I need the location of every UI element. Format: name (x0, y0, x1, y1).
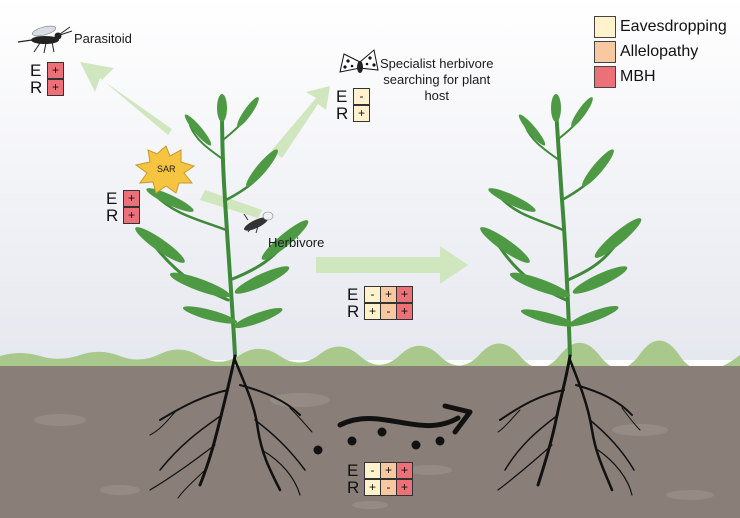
legend-label: Allelopathy (620, 42, 699, 60)
sar-label: SAR (157, 164, 176, 174)
effect-row-letter: E (336, 87, 348, 106)
effect-row: R+ (336, 104, 370, 123)
arrow-to-parasitoid (80, 62, 172, 135)
aboveground-effect-table: E-++R+-+ (347, 286, 413, 320)
effect-cell: - (364, 462, 381, 479)
legend-swatch (594, 40, 616, 63)
specialist-herbivore-label: Specialist herbivore searching for plant… (380, 56, 493, 104)
belowground-effect-table: E-++R+-+ (347, 462, 413, 496)
legend-swatch (594, 15, 616, 38)
effect-cell: + (47, 62, 64, 79)
effect-row-letter: R (106, 206, 119, 225)
right-plant (480, 94, 642, 357)
legend-item: Eavesdropping (594, 14, 727, 39)
specialist-label-line-3: host (424, 88, 450, 103)
effect-row: E- (336, 88, 370, 105)
effect-row: E+ (30, 62, 64, 79)
parasitoid-effect-table: E+R+ (30, 62, 64, 96)
effect-cell: - (380, 478, 397, 496)
effect-cell: + (380, 286, 397, 303)
effect-row-letter: R (30, 78, 43, 97)
soil-texture (34, 393, 714, 509)
legend-swatch (594, 65, 616, 88)
effect-cell: + (396, 462, 413, 479)
legend-item: Allelopathy (594, 39, 727, 64)
parasitoid-label: Parasitoid (74, 31, 132, 46)
parasitoid-wasp-icon (17, 25, 73, 54)
effect-row: R+-+ (347, 478, 413, 497)
effect-cell: - (380, 302, 397, 320)
effect-row-letter: R (347, 478, 360, 497)
arrow-to-specialist (272, 86, 330, 158)
effect-cell: + (123, 190, 140, 207)
grass-strip (0, 340, 740, 372)
specialist-label-line-2: searching for plant (383, 72, 491, 87)
effect-row: E+ (106, 190, 140, 207)
interaction-arrows (80, 62, 468, 284)
arrow-to-neighbour-plant (316, 246, 468, 284)
legend-label: Eavesdropping (620, 17, 727, 35)
effect-cell: + (47, 78, 64, 96)
effect-cell: + (353, 104, 370, 122)
effect-row-letter: E (347, 461, 359, 480)
effect-row: E-++ (347, 462, 413, 479)
legend-label: MBH (620, 67, 656, 85)
effect-row-letter: E (30, 61, 42, 80)
effect-cell: + (364, 302, 381, 320)
specialist-effect-table: E-R+ (336, 88, 370, 122)
effect-row-letter: E (106, 189, 118, 208)
arrow-sar-to-herbivore (200, 190, 262, 218)
effect-cell: + (396, 286, 413, 303)
effect-cell: - (364, 286, 381, 303)
effect-cell: - (353, 88, 370, 105)
effect-cell: + (380, 462, 397, 479)
underground-arrow-head (442, 403, 473, 435)
moth-icon (339, 49, 379, 73)
effect-cell: + (396, 302, 413, 320)
sar-burst (134, 145, 196, 194)
effect-cell: + (364, 478, 381, 496)
specialist-label-line-1: Specialist herbivore (380, 56, 494, 71)
herbivore-label: Herbivore (268, 235, 325, 250)
effect-cell: + (396, 478, 413, 496)
effect-row: R+ (30, 78, 64, 97)
effect-row-letter: R (336, 104, 349, 123)
underground-signal-arrow (337, 415, 461, 429)
underground-dots (313, 427, 445, 455)
effect-cell: + (123, 206, 140, 224)
effect-row-letter: R (347, 302, 360, 321)
left-roots (149, 354, 313, 499)
legend-item: MBH (594, 64, 727, 89)
sar-effect-table: E+R+ (106, 190, 140, 224)
left-plant (135, 94, 309, 357)
effect-row-letter: E (347, 285, 359, 304)
effect-row: R+ (106, 206, 140, 225)
effect-row: E-++ (347, 286, 413, 303)
herbivore-insect-icon (243, 211, 274, 234)
right-roots (497, 354, 641, 496)
effect-row: R+-+ (347, 302, 413, 321)
